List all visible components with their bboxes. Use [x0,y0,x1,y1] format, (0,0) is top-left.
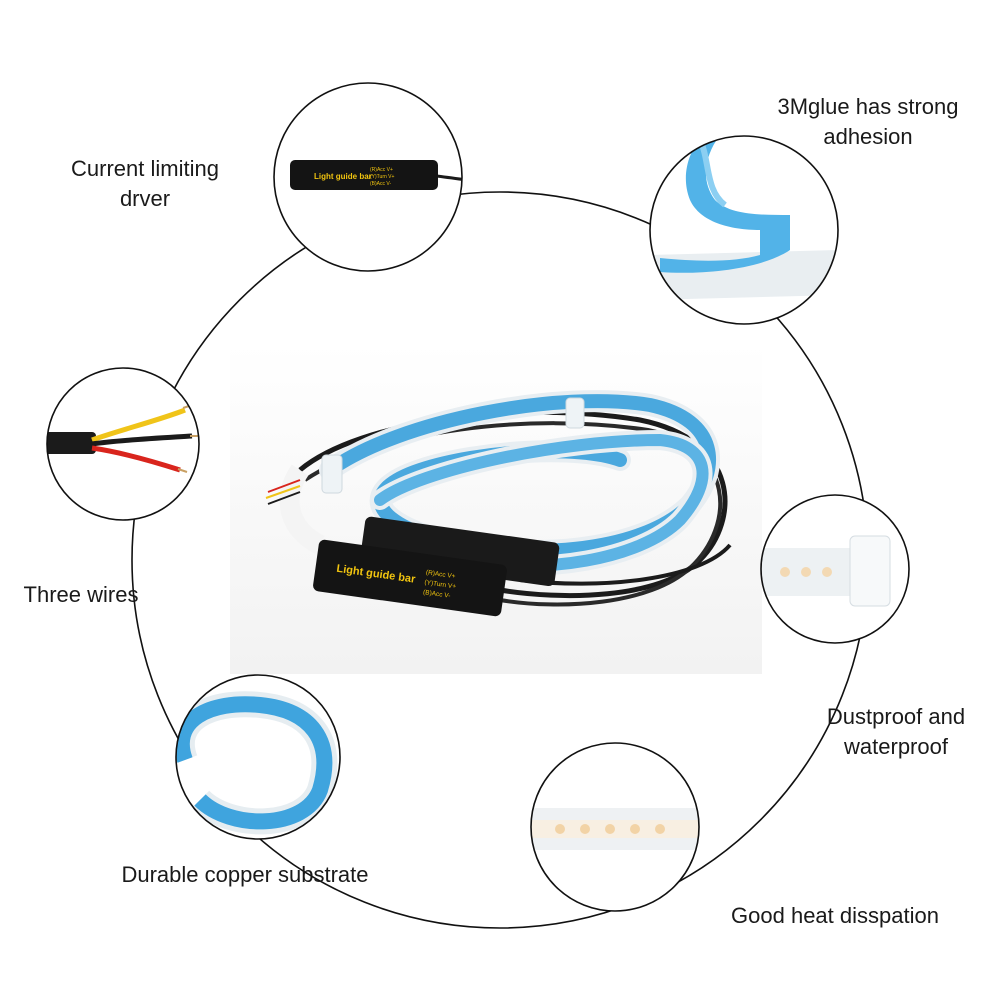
driver-box-wire-2: (Y)Turn V+ [424,579,457,590]
feature-label-adhesion-line-2: adhesion [823,124,913,149]
feature-label-driver-line-2: drver [119,186,171,211]
central-product-photo: Light guide bar (R)Acc V+ (Y)Turn V+ (B)… [230,344,762,674]
driver-box: Light guide bar (R)Acc V+ (Y)Turn V+ (B)… [313,539,507,617]
detail-circle-loop [175,674,341,840]
feature-label-driver-line-1: Current limiting [71,156,219,181]
driver-zoom-title: Light guide bar [314,172,372,181]
feature-label-adhesion-line-1: 3Mglue has strong [777,94,959,119]
driver-zoom-wire-1: (R)Acc V+ [370,167,393,173]
feature-label-waterproof: Dustproof and waterproof [808,702,984,762]
feature-label-wires-line-1: Three wires [23,582,139,607]
detail-circle-wires [46,367,200,521]
driver-box-wire-1: (R)Acc V+ [425,569,456,580]
driver-zoom-wire-2: (Y)Turn V+ [370,174,394,180]
detail-circle-channel [530,742,700,912]
feature-label-waterproof-line-2: waterproof [844,734,948,759]
detail-circle-driver: Light guide bar (R)Acc V+ (Y)Turn V+ (B)… [273,82,463,272]
feature-label-wires: Three wires [14,580,148,610]
feature-label-copper: Durable copper substrate [100,860,390,890]
feature-label-copper-line-1: Durable copper substrate [121,862,369,887]
detail-circle-edge [760,494,910,644]
feature-label-driver: Current limiting drver [52,154,238,214]
driver-zoom-wire-3: (B)Acc V- [370,181,391,187]
feature-label-adhesion: 3Mglue has strong adhesion [758,92,978,152]
feature-label-heat: Good heat disspation [710,901,960,931]
feature-label-heat-line-1: Good heat disspation [731,903,939,928]
detail-circle-tape [649,135,839,325]
feature-label-waterproof-line-1: Dustproof and [826,704,966,729]
driver-box-wire-3: (B)Acc V- [423,589,451,600]
